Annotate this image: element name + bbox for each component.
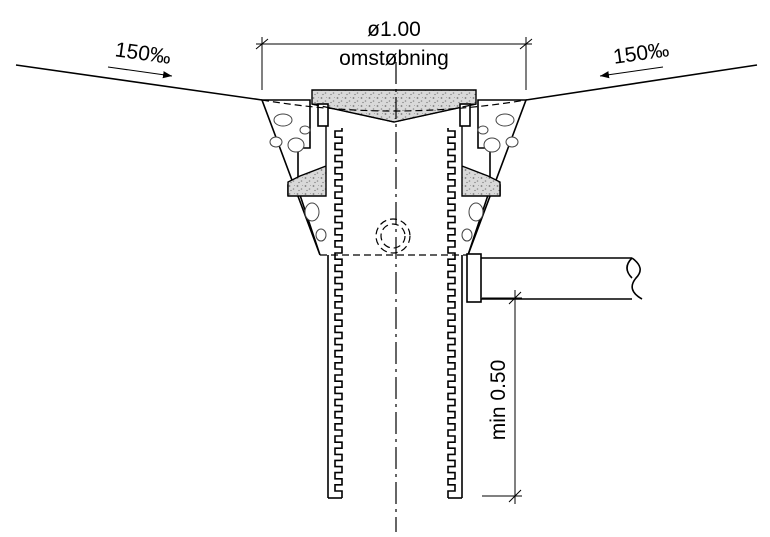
gravel-backfill-left xyxy=(260,99,327,256)
terrain-surface xyxy=(15,64,758,101)
slope-arrow-right xyxy=(599,66,664,79)
pipe-wall-left xyxy=(327,128,343,499)
depth-label: min 0.50 xyxy=(487,360,510,441)
pipe-wall-right xyxy=(447,128,463,499)
inlet-opening xyxy=(375,218,411,254)
diameter-dimension-line xyxy=(255,37,533,90)
cover-outline-dashed xyxy=(311,103,477,123)
outlet-pipe xyxy=(466,253,643,303)
casing-label: omstøbning xyxy=(339,47,449,70)
corrugation-profile xyxy=(447,128,456,498)
slope-right-label: 150‰ xyxy=(612,38,671,69)
finished-surface-dashed xyxy=(261,99,527,112)
diameter-label: ø1.00 xyxy=(367,18,421,41)
slope-left-label: 150‰ xyxy=(114,38,173,69)
corrugation-profile xyxy=(334,128,343,498)
cover-frame xyxy=(317,103,471,127)
slope-arrow-left xyxy=(107,66,173,79)
depth-dimension-line xyxy=(482,290,522,504)
